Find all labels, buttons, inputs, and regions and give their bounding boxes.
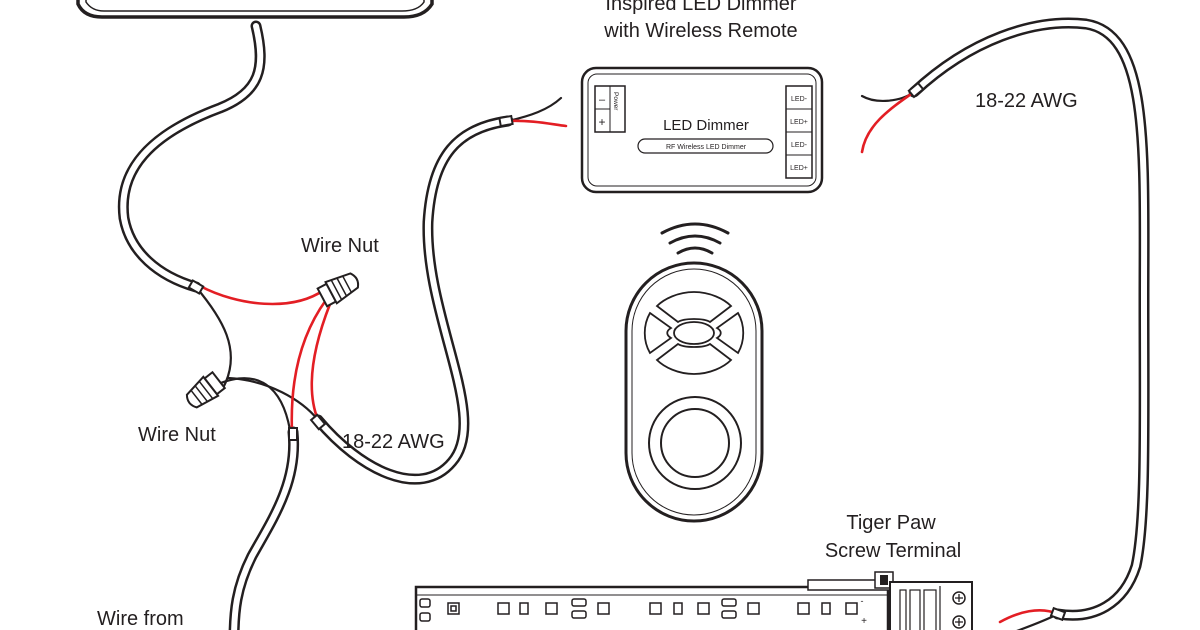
strip-plus-symbol: + xyxy=(861,616,867,627)
dpad-center-button xyxy=(673,321,715,345)
led-dimmer-box: – + Power LED Dimmer RF Wireless LED Dim… xyxy=(580,66,824,194)
remote-dpad xyxy=(643,291,745,375)
red-wire xyxy=(310,302,332,422)
output-terminal-3: LED- xyxy=(791,142,808,149)
dimmer-title-line2: with Wireless Remote xyxy=(603,20,797,42)
output-terminal-2: LED+ xyxy=(790,119,808,126)
wireless-signal-icon xyxy=(660,222,730,255)
cable-end-caps xyxy=(187,81,1067,622)
supply-cable xyxy=(117,20,266,293)
screw-icon xyxy=(952,615,966,629)
dimmer-subtitle: RF Wireless LED Dimmer xyxy=(666,144,747,151)
red-wire xyxy=(506,119,568,128)
cable-group xyxy=(117,17,1150,630)
wire-nut-label-upper: Wire Nut xyxy=(301,235,379,257)
wire-nut-upper xyxy=(316,272,360,308)
red-wire xyxy=(198,284,326,306)
tiger-paw-screw-terminal xyxy=(889,581,973,630)
dpad-up-button xyxy=(655,291,733,324)
red-wire xyxy=(290,298,328,434)
output-terminal-4: LED+ xyxy=(790,165,808,172)
awg-label-top-right: 18-22 AWG xyxy=(975,90,1078,112)
red-wire xyxy=(860,90,916,154)
awg-label-middle: 18-22 AWG xyxy=(342,431,445,453)
terminal-label-line1: Tiger Paw xyxy=(846,512,936,534)
output-terminal-1: LED- xyxy=(791,96,808,103)
dimmer-power-cable xyxy=(312,115,514,485)
wireless-remote xyxy=(624,222,764,523)
strip-minus-symbol: - xyxy=(861,596,864,606)
dpad-right-button xyxy=(715,311,745,355)
input-wire-cable xyxy=(228,426,300,630)
black-wire xyxy=(194,285,232,388)
black-wire xyxy=(506,96,563,123)
dimmer-power-terminal: – + Power xyxy=(594,85,626,133)
power-minus-symbol: – xyxy=(599,94,606,106)
dimmer-name: LED Dimmer xyxy=(663,117,749,134)
red-wire xyxy=(998,609,1060,624)
remote-dial-inner xyxy=(660,408,730,478)
wire-group xyxy=(194,90,1060,630)
screw-icon xyxy=(952,591,966,605)
black-wire xyxy=(216,377,292,432)
power-terminal-label: Power xyxy=(612,92,619,111)
dimmer-output-cable xyxy=(908,17,1150,621)
terminal-label-line2: Screw Terminal xyxy=(825,540,961,562)
wire-nut-lower xyxy=(185,370,227,409)
wire-from-label: Wire from xyxy=(97,608,184,630)
dpad-down-button xyxy=(655,342,733,375)
power-supply-housing xyxy=(76,0,434,19)
dimmer-output-terminal: LED- LED+ LED- LED+ xyxy=(785,85,813,179)
led-strip-components xyxy=(419,598,858,622)
wire-nut-label-lower: Wire Nut xyxy=(138,424,216,446)
power-plus-symbol: + xyxy=(598,115,605,129)
dimmer-title-line1: Inspired LED Dimmer xyxy=(605,0,797,15)
black-wire xyxy=(226,376,320,422)
dpad-left-button xyxy=(643,311,673,355)
led-strip: - + xyxy=(414,571,894,630)
